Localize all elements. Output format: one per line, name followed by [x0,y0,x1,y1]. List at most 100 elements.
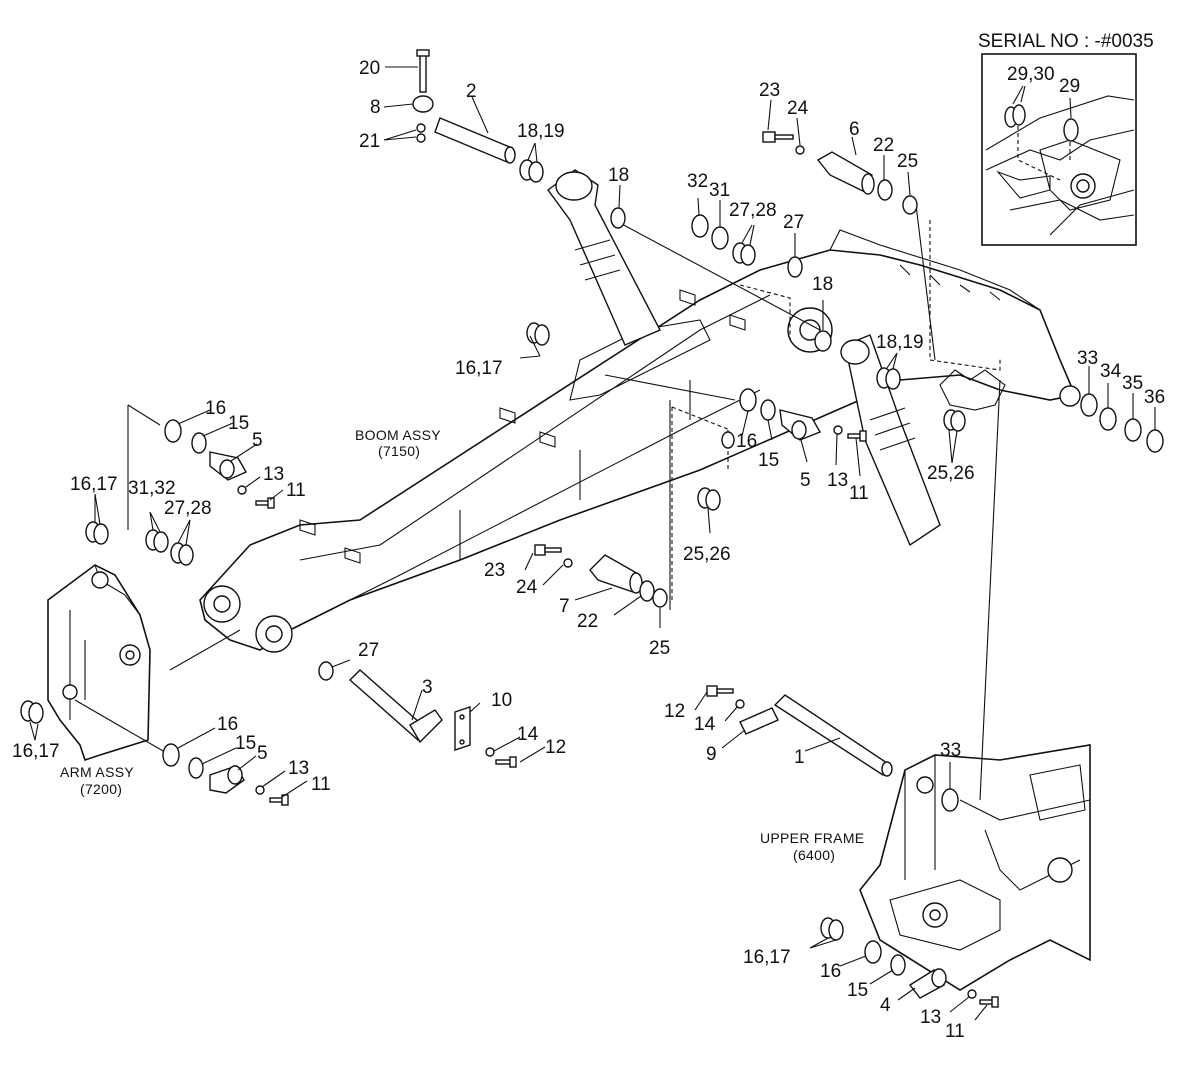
part-16-17-shims-arm [85,521,109,545]
part-35-washer [1124,418,1142,442]
boom-assy-code: (7150) [378,443,420,459]
part-22-ring-mid [639,580,655,602]
part-21-nuts [416,123,426,143]
part-15-ring-boom [760,399,776,421]
part-33-washer-frame [941,788,959,812]
callout-labels: 20 8 21 2 18,19 18 23 24 6 22 25 32 31 2… [12,58,1165,1042]
part-27-28-shims [732,242,756,266]
inset-frame [981,53,1137,246]
upper-frame-code: (6400) [793,847,835,863]
callout-label: 33 [940,740,961,761]
inset-shim-29 [1063,118,1079,142]
callout-label: 16 [217,714,238,735]
part-6-pin [816,151,875,195]
callout-label: 8 [370,97,381,118]
callout-label: 25 [649,638,670,659]
callout-label: 27,28 [164,498,212,519]
part-27-shim-lower [318,661,334,681]
guide-lines [74,204,1001,801]
part-2-pin [434,117,516,164]
part-31-shim [711,226,729,250]
callout-label: 16,17 [70,474,118,495]
callout-label: 13 [288,758,309,779]
part-23-bolt-mid [534,544,562,556]
callout-label: 14 [517,724,539,745]
part-11-bolt-frame [979,996,999,1008]
callout-label: 10 [491,690,512,711]
callout-label: 5 [252,430,263,451]
part-16-shim-boom [739,388,757,412]
part-16-shim-arm [162,743,180,767]
inset-callout: 29,30 [1007,64,1055,85]
part-24-washer [795,145,805,155]
part-18-shim [610,207,626,229]
callout-label: 16,17 [12,741,60,762]
part-9-plate [739,707,779,735]
callout-label: 23 [484,560,505,581]
callout-label: 1 [794,747,805,768]
inset-callout: 29 [1059,76,1080,97]
part-13-washer-arm [255,785,265,795]
callout-label: 11 [945,1021,965,1042]
callout-label: 18,19 [517,121,565,142]
callout-label: 25,26 [683,544,731,565]
part-25-shim [902,195,918,215]
part-22-ring [877,179,893,201]
leader-lines [29,66,1156,1021]
boom-assy-label: BOOM ASSY [355,427,441,443]
part-25-shim-mid [652,588,668,608]
callout-label: 15 [235,733,256,754]
callout-label: 16 [736,431,757,452]
arm-assembly: ARM ASSY (7200) [47,564,151,797]
part-25-26-shims-mid [697,487,721,511]
part-33-washer [1080,393,1098,417]
callout-label: 9 [706,744,717,765]
part-1-pin [773,694,893,777]
callout-label: 24 [516,577,538,598]
callout-label: 35 [1122,373,1143,394]
callout-label: 7 [559,596,570,617]
part-18-shim-boom [814,330,832,352]
part-14-washer [485,747,495,757]
part-13-washer-left [237,485,247,495]
callout-label: 15 [228,413,249,434]
serial-note: SERIAL NO : -#0035 [978,31,1154,52]
callout-label: 11 [286,480,306,501]
part-15-ring-left [191,432,207,454]
callout-label: 13 [263,464,284,485]
part-16-17-shims-boom [526,322,550,346]
serial-inset: SERIAL NO : -#0035 29,30 29 [978,31,1154,246]
callout-label: 4 [880,995,891,1016]
part-18-19-shims-boom [876,367,901,390]
callout-label: 22 [577,611,598,632]
arm-assy-code: (7200) [80,781,122,797]
inset-boom-detail [985,95,1135,236]
callout-label: 14 [694,714,716,735]
callout-label: 5 [800,470,811,491]
callout-label: 25,26 [927,463,975,484]
callout-label: 23 [759,80,780,101]
callout-label: 16,17 [455,358,503,379]
callout-label: 11 [311,774,331,795]
callout-label: 34 [1100,361,1122,382]
callout-label: 33 [1077,348,1098,369]
callout-label: 27 [358,640,379,661]
part-3-pin [348,669,443,744]
callout-label: 11 [849,483,869,504]
callout-label: 13 [827,470,848,491]
part-12-bolt [495,756,517,768]
callout-label: 5 [257,743,268,764]
boom-cylinder [547,169,661,346]
part-31-32-shims [145,529,169,553]
part-11-bolt-arm [269,794,289,806]
part-16-17-shims-frame [820,917,844,941]
part-18-19-shims [519,159,544,183]
callout-label: 31 [709,180,730,201]
callout-label: 6 [849,119,860,140]
part-4-pin [908,968,947,999]
part-23-bolt [762,131,794,143]
callout-label: 16 [205,398,226,419]
callout-label: 22 [873,135,894,156]
callout-label: 15 [847,980,868,1001]
